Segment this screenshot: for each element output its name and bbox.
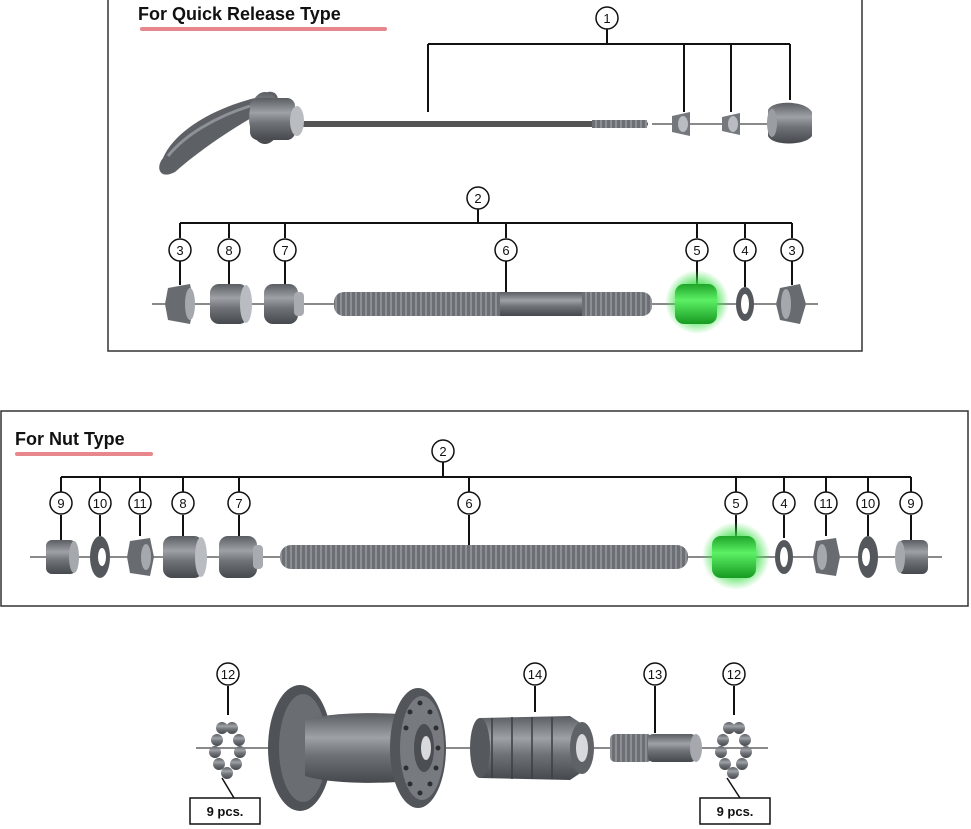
callout-3-qr-left: 3 xyxy=(168,238,192,262)
callout-2-nut: 2 xyxy=(431,439,455,463)
svg-text:10: 10 xyxy=(93,496,107,511)
bearing-balls-right xyxy=(715,722,752,779)
svg-text:5: 5 xyxy=(693,243,700,258)
callout-3-qr-right: 3 xyxy=(780,238,804,262)
svg-text:2: 2 xyxy=(474,191,481,206)
svg-text:7: 7 xyxy=(235,496,242,511)
hub-shell xyxy=(268,685,446,811)
callout-bracket-2-qr xyxy=(179,209,793,292)
svg-text:9 pcs.: 9 pcs. xyxy=(717,804,754,819)
quantity-badge-right: 9 pcs. xyxy=(699,777,771,825)
callout-7-nut: 7 xyxy=(227,491,251,515)
svg-text:12: 12 xyxy=(221,667,235,682)
nut-type-frame xyxy=(0,410,969,607)
callout-4-qr: 4 xyxy=(733,238,757,262)
svg-text:3: 3 xyxy=(788,243,795,258)
svg-text:7: 7 xyxy=(281,243,288,258)
quantity-badge-left: 9 pcs. xyxy=(189,777,261,825)
svg-text:6: 6 xyxy=(465,496,472,511)
svg-text:6: 6 xyxy=(502,243,509,258)
freehub-bolt xyxy=(610,734,702,762)
callout-6-nut: 6 xyxy=(457,491,481,515)
quick-release-title-underline xyxy=(140,27,387,31)
svg-text:10: 10 xyxy=(861,496,875,511)
callout-6-qr: 6 xyxy=(494,238,518,262)
quick-release-title: For Quick Release Type xyxy=(138,4,341,24)
qr-axle-parts xyxy=(152,270,818,334)
svg-text:11: 11 xyxy=(133,496,147,511)
nut-type-title-underline xyxy=(15,452,153,456)
nut-axle-parts xyxy=(30,522,942,590)
svg-text:9 pcs.: 9 pcs. xyxy=(207,804,244,819)
svg-text:8: 8 xyxy=(225,243,232,258)
quick-release-frame xyxy=(107,0,863,352)
callout-1: 1 xyxy=(595,6,619,30)
svg-text:2: 2 xyxy=(439,444,446,459)
callout-14: 14 xyxy=(523,662,547,712)
callout-12-left: 12 xyxy=(216,662,240,715)
callout-11-nut-right: 11 xyxy=(814,491,838,515)
bearing-balls-left xyxy=(209,722,246,779)
callout-bracket-2-nut xyxy=(60,462,912,545)
callout-13: 13 xyxy=(643,662,667,733)
callout-12-right: 12 xyxy=(722,662,746,715)
callout-5-qr: 5 xyxy=(685,238,709,262)
svg-text:13: 13 xyxy=(648,667,662,682)
svg-text:12: 12 xyxy=(727,667,741,682)
svg-text:4: 4 xyxy=(741,243,748,258)
svg-text:5: 5 xyxy=(732,496,739,511)
svg-text:9: 9 xyxy=(907,496,914,511)
quick-release-skewer xyxy=(159,91,812,175)
svg-text:11: 11 xyxy=(819,496,833,511)
callout-8-nut: 8 xyxy=(171,491,195,515)
callout-9-nut-left: 9 xyxy=(49,491,73,515)
hub-assembly: 12 9 pcs. xyxy=(189,662,771,825)
callout-9-nut-right: 9 xyxy=(899,491,923,515)
nut-type-panel: For Nut Type xyxy=(0,410,969,607)
callout-4-nut: 4 xyxy=(772,491,796,515)
callout-5-nut: 5 xyxy=(724,491,748,515)
svg-text:14: 14 xyxy=(528,667,542,682)
svg-text:9: 9 xyxy=(57,496,64,511)
callout-10-nut-right: 10 xyxy=(856,491,880,515)
freehub-body xyxy=(470,716,594,780)
nut-type-title: For Nut Type xyxy=(15,429,125,449)
quick-release-panel: For Quick Release Type 1 xyxy=(107,0,863,352)
callout-2-qr: 2 xyxy=(466,186,490,210)
callout-8-qr: 8 xyxy=(217,238,241,262)
svg-text:3: 3 xyxy=(176,243,183,258)
callout-bracket-1 xyxy=(427,29,791,112)
svg-text:4: 4 xyxy=(780,496,787,511)
svg-text:1: 1 xyxy=(603,11,610,26)
svg-text:8: 8 xyxy=(179,496,186,511)
callout-11-nut-left: 11 xyxy=(128,491,152,515)
callout-10-nut-left: 10 xyxy=(88,491,112,515)
callout-7-qr: 7 xyxy=(273,238,297,262)
